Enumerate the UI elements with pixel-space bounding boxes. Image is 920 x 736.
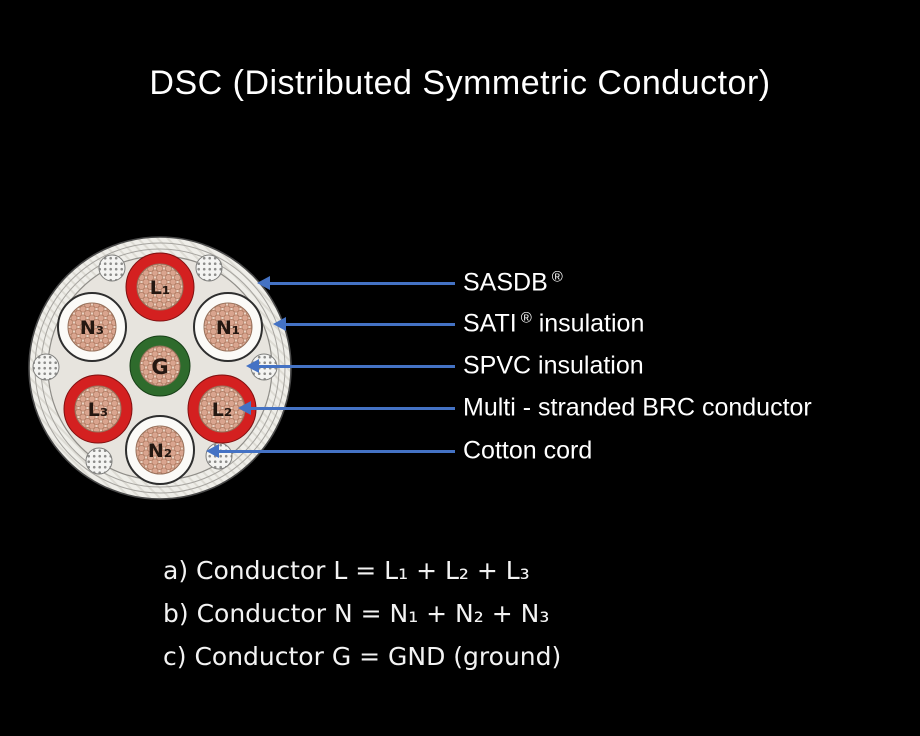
callout-text: SPVC insulation [463, 351, 644, 380]
conductor-g: G [129, 335, 191, 397]
page-title: DSC (Distributed Symmetric Conductor) [149, 64, 771, 102]
callout-suffix: insulation [531, 309, 645, 338]
arrow-head-icon [273, 317, 286, 331]
conductor-label: N₃ [80, 317, 104, 339]
note-c: c) Conductor G = GND (ground) [163, 642, 562, 671]
callout-label: SATI® insulation [463, 310, 644, 339]
conductor-label: L₃ [88, 399, 108, 421]
registered-mark: ® [551, 268, 563, 286]
callout-label: Multi - stranded BRC conductor [463, 394, 816, 423]
arrow-line [217, 449, 455, 453]
callout-label: SASDB® [463, 269, 563, 298]
conductor-label: G [151, 355, 168, 379]
cotton-cord [32, 353, 60, 381]
note-a: a) Conductor L = L₁ + L₂ + L₃ [163, 556, 530, 585]
conductor-label: L₁ [150, 277, 170, 299]
arrow-head-icon [238, 401, 251, 415]
callout-text: SATI [463, 309, 517, 338]
conductor-l3: L₃ [63, 374, 133, 444]
arrow-head-icon [257, 276, 270, 290]
arrow-head-icon [206, 444, 219, 458]
conductor-label: N₂ [148, 440, 172, 462]
conductor-label: L₂ [212, 399, 232, 421]
cable-diagram: L₁ N₁ N₃ G L [28, 236, 292, 500]
conductor-n2: N₂ [125, 415, 195, 485]
cable-cross-section: L₁ N₁ N₃ G L [28, 236, 292, 500]
arrow-line [284, 322, 455, 326]
callout-text: Cotton cord [463, 436, 593, 465]
callout-text: SASDB [463, 268, 548, 297]
arrow-line [249, 406, 455, 410]
registered-mark: ® [520, 309, 532, 327]
conductor-n1: N₁ [193, 292, 263, 362]
arrow-line [257, 364, 455, 368]
callout-label: Cotton cord [463, 437, 596, 466]
conductor-n3: N₃ [57, 292, 127, 362]
conductor-notes: a) Conductor L = L₁ + L₂ + L₃ b) Conduct… [163, 556, 561, 685]
cotton-cord [85, 447, 113, 475]
callout-label: SPVC insulation [463, 352, 648, 381]
cotton-cord [195, 254, 223, 282]
callout-text: Multi - stranded BRC conductor [463, 393, 812, 422]
note-b: b) Conductor N = N₁ + N₂ + N₃ [163, 599, 550, 628]
arrow-line [268, 281, 455, 285]
conductor-l1: L₁ [125, 252, 195, 322]
arrow-head-icon [246, 359, 259, 373]
cotton-cord [98, 254, 126, 282]
conductor-label: N₁ [216, 317, 240, 339]
